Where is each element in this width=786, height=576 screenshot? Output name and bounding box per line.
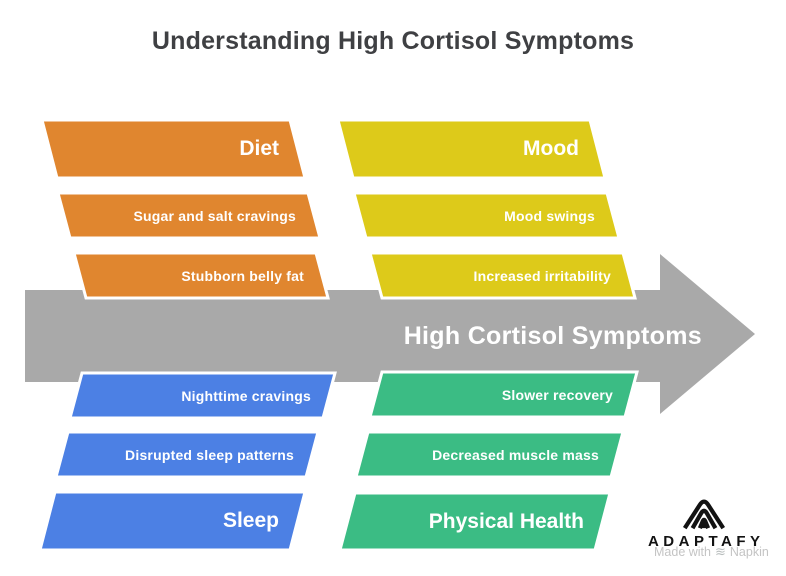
physical-header-shape — [338, 491, 612, 552]
mood-header-shape — [336, 118, 607, 180]
diet-item1-label: Sugar and salt cravings — [133, 207, 296, 224]
physical-item2-shape — [354, 430, 625, 479]
diet-item1-shape — [56, 191, 322, 240]
diet-item2-label: Stubborn belly fat — [181, 267, 304, 284]
physical-header-label: Physical Health — [428, 509, 584, 533]
diet-item2-shape — [72, 251, 330, 300]
physical-item2-label: Decreased muscle mass — [432, 446, 599, 463]
sleep-item1-shape — [68, 371, 337, 420]
mood-item1-label: Mood swings — [504, 207, 595, 224]
mood-item1-shape — [352, 191, 621, 240]
adaptafy-mountain-icon — [682, 499, 726, 530]
diet-header-shape — [40, 118, 307, 180]
mood-item2-label: Increased irritability — [473, 267, 611, 284]
sleep-header-label: Sleep — [222, 509, 279, 532]
central-arrow-label: High Cortisol Symptoms — [403, 321, 702, 350]
diet-header-label: Diet — [239, 137, 279, 160]
napkin-watermark: Made with ≋ Napkin — [654, 544, 769, 560]
watermark-prefix-text: Made with — [654, 545, 711, 559]
sleep-item1-label: Nighttime cravings — [181, 387, 311, 404]
watermark-brand-text: Napkin — [729, 545, 769, 559]
napkin-icon: ≋ — [714, 544, 726, 559]
sleep-item2-label: Disrupted sleep patterns — [125, 446, 294, 463]
physical-item1-label: Slower recovery — [501, 386, 613, 403]
mood-header-label: Mood — [523, 137, 579, 160]
page-title: Understanding High Cortisol Symptoms — [151, 27, 635, 55]
physical-item1-shape — [368, 370, 639, 419]
adaptafy-logo-text: ADAPTAFY — [647, 533, 765, 550]
mood-item2-shape — [368, 251, 637, 300]
sleep-item2-shape — [54, 430, 320, 479]
sleep-header-shape — [38, 490, 307, 552]
adaptafy-logo: ADAPTAFY — [620, 497, 786, 550]
